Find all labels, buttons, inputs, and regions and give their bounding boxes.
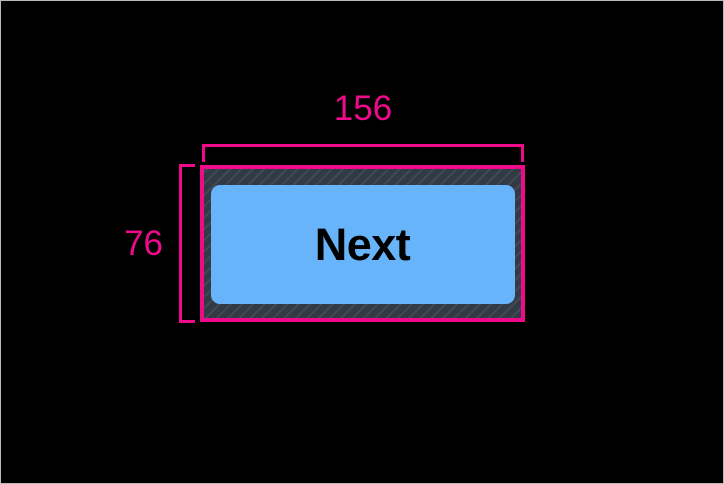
element-padding-box: Next xyxy=(204,169,521,318)
width-dimension-bracket xyxy=(202,144,524,162)
next-button-label: Next xyxy=(314,218,411,270)
height-dimension-label: 76 xyxy=(124,224,163,263)
height-dimension-bracket xyxy=(179,164,195,323)
next-button[interactable]: Next xyxy=(210,184,515,304)
element-selection-outline xyxy=(200,165,525,322)
width-dimension-label: 156 xyxy=(333,89,393,128)
